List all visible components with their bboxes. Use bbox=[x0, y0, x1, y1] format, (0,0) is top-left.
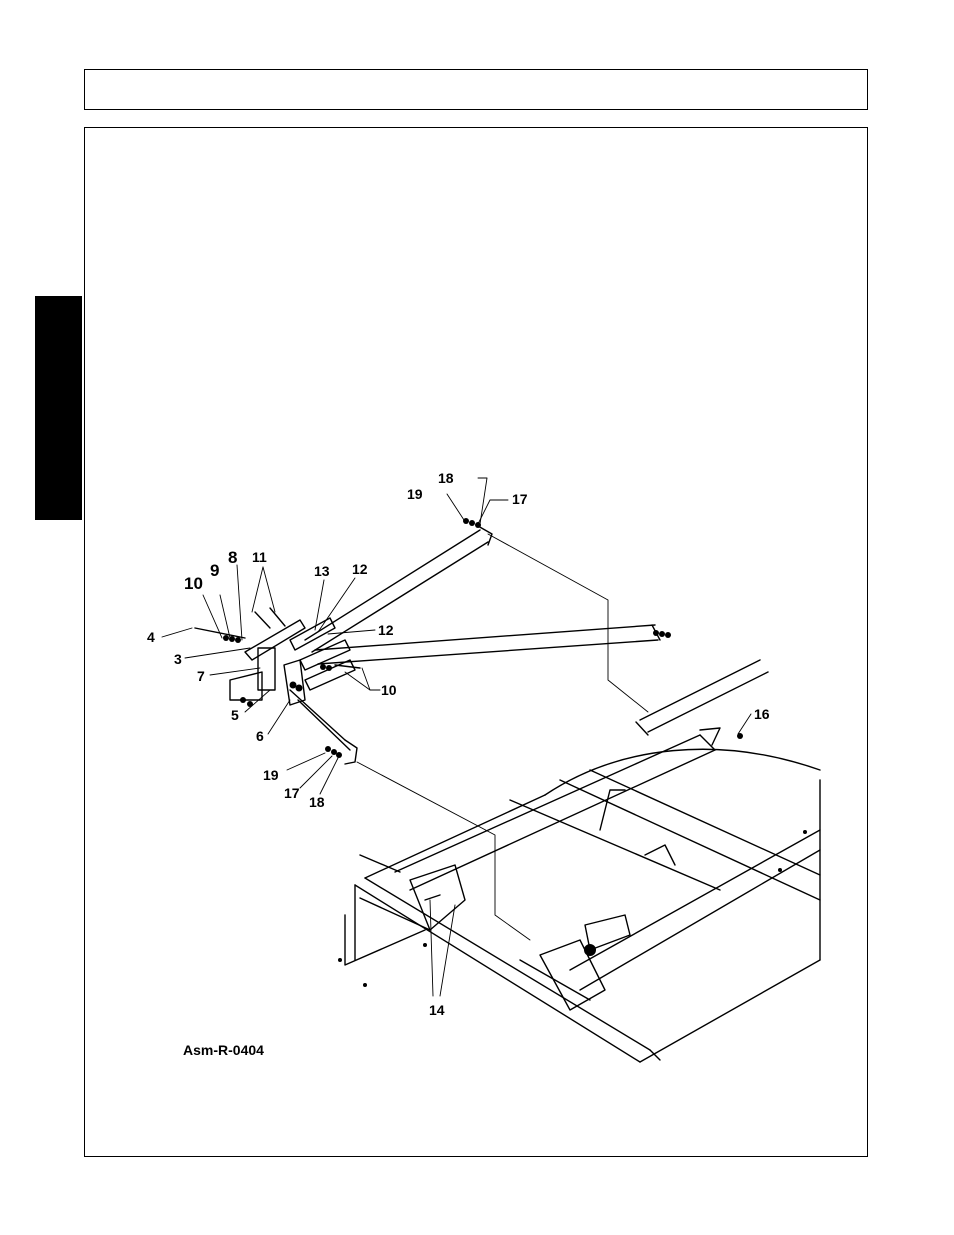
callout-7: 7 bbox=[197, 668, 205, 684]
hardware-fasteners bbox=[223, 518, 807, 987]
upper-strut bbox=[304, 525, 493, 653]
callout-10-right: 10 bbox=[381, 682, 397, 698]
callout-4: 4 bbox=[147, 629, 155, 645]
callout-18-top: 18 bbox=[438, 470, 454, 486]
callout-11: 11 bbox=[252, 549, 267, 565]
page-header-box bbox=[84, 69, 868, 110]
callout-9: 9 bbox=[210, 561, 219, 580]
callout-5: 5 bbox=[231, 707, 239, 723]
callout-6: 6 bbox=[256, 728, 264, 744]
callout-14: 14 bbox=[429, 1002, 445, 1018]
section-tab bbox=[35, 296, 82, 520]
callout-17-bottom: 17 bbox=[284, 785, 300, 801]
callout-8: 8 bbox=[228, 548, 237, 567]
callout-19-top: 19 bbox=[407, 486, 423, 502]
callout-16: 16 bbox=[754, 706, 770, 722]
callout-12-upper: 12 bbox=[352, 561, 368, 577]
callout-12-lower: 12 bbox=[378, 622, 394, 638]
callout-17-top: 17 bbox=[512, 491, 528, 507]
callout-3: 3 bbox=[174, 651, 182, 667]
figure-caption: Asm-R-0404 bbox=[183, 1042, 264, 1058]
callout-labels: 18 19 17 11 8 9 10 13 12 4 12 3 7 10 5 6… bbox=[147, 470, 770, 1018]
figure-frame bbox=[84, 127, 868, 1157]
cross-tube bbox=[519, 829, 821, 1001]
callout-13: 13 bbox=[314, 563, 330, 579]
leader-lines bbox=[161, 477, 752, 997]
mower-deck bbox=[344, 748, 821, 1063]
callout-10-left: 10 bbox=[184, 574, 203, 593]
clevis-plates bbox=[229, 617, 356, 706]
lower-strut bbox=[289, 689, 358, 765]
hitch-tube bbox=[359, 659, 769, 891]
rear-brackets bbox=[409, 727, 721, 1011]
callout-19-bottom: 19 bbox=[263, 767, 279, 783]
bolts bbox=[194, 607, 361, 669]
callout-18-bottom: 18 bbox=[309, 794, 325, 810]
